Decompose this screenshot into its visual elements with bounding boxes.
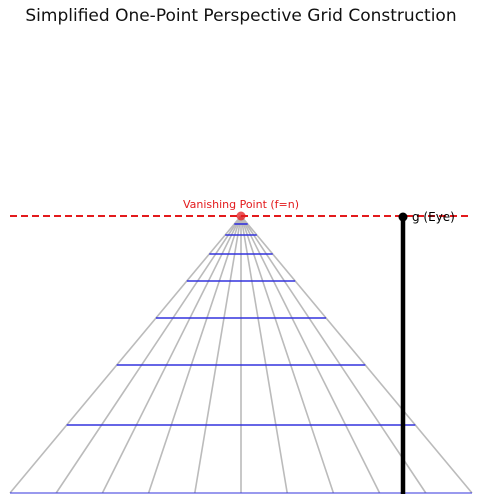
ray-line bbox=[240, 215, 288, 494]
vanishing-point bbox=[236, 211, 246, 221]
ray-line bbox=[194, 215, 242, 494]
eye-point bbox=[398, 212, 408, 222]
ray-line bbox=[240, 215, 335, 494]
eye-label: g (Eye) bbox=[412, 210, 455, 224]
ray-line bbox=[240, 215, 473, 494]
page-title: Simplified One-Point Perspective Grid Co… bbox=[25, 6, 457, 26]
ray-line bbox=[240, 215, 427, 494]
transversal-lines bbox=[10, 223, 472, 494]
ray-line bbox=[55, 215, 242, 494]
ray-line bbox=[9, 215, 242, 494]
converging-rays bbox=[9, 215, 473, 494]
ray-line bbox=[240, 215, 381, 494]
vanishing-point-label: Vanishing Point (f=n) bbox=[183, 198, 299, 211]
ray-line bbox=[147, 215, 242, 494]
ray-line bbox=[101, 215, 242, 494]
